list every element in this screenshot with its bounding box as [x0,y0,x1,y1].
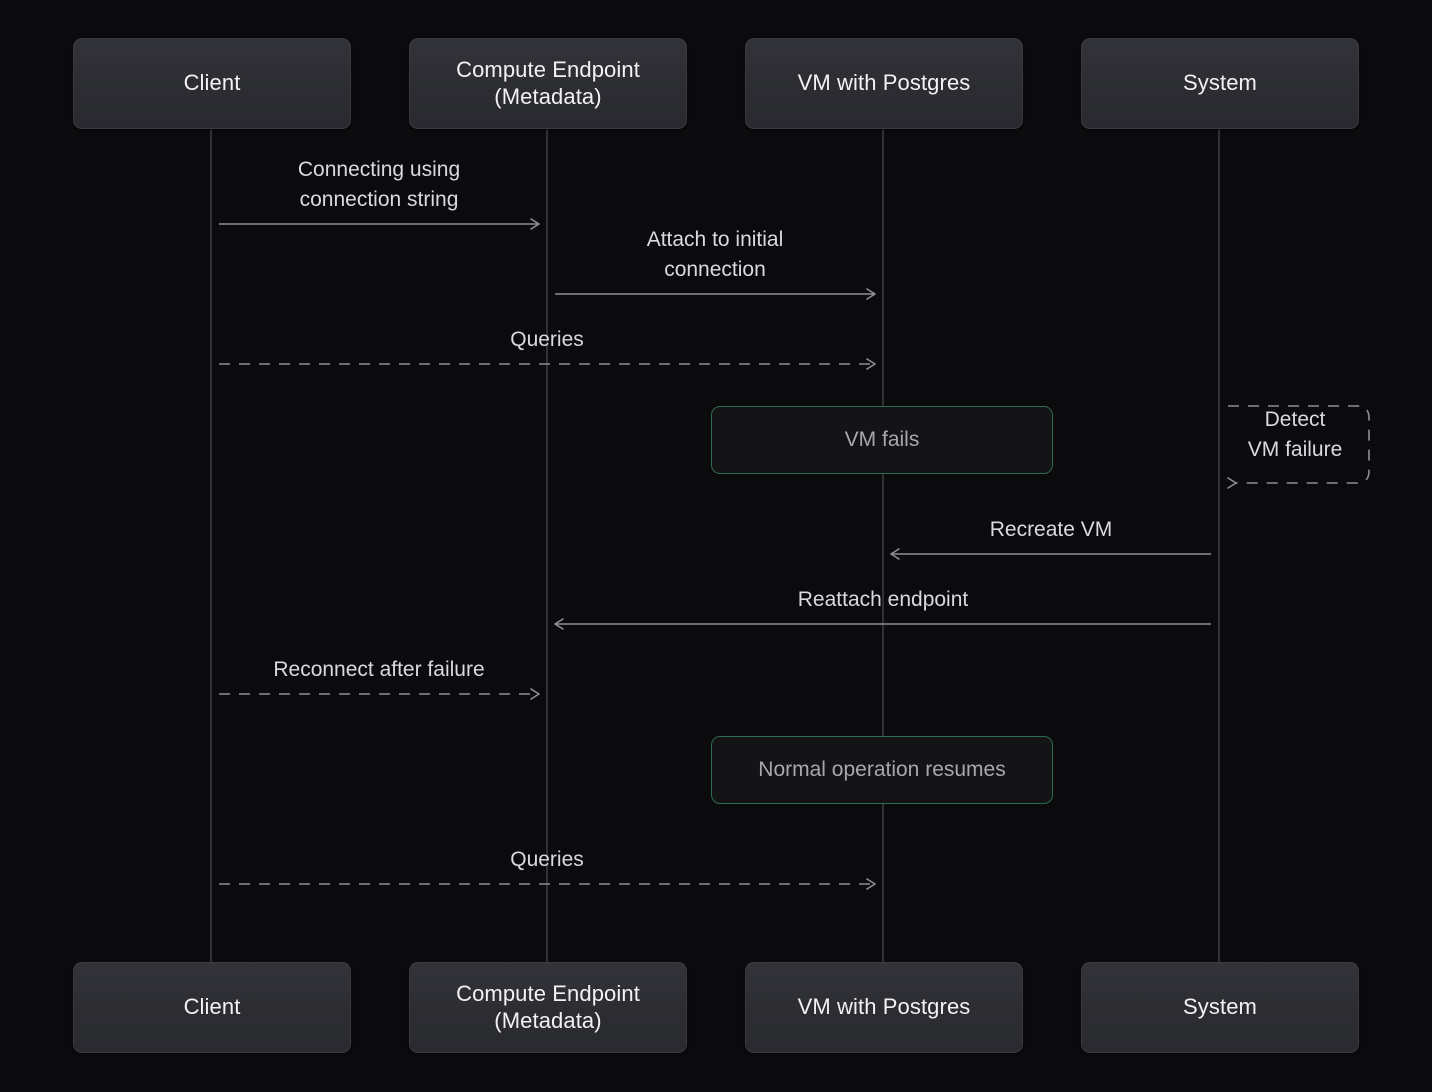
participant-box-system-top[interactable]: System [1081,38,1359,129]
note-vm-fails: VM fails [711,406,1053,474]
participant-label-endpoint-top: Compute Endpoint (Metadata) [456,56,640,109]
participant-label-system-top: System [1183,70,1257,96]
participant-box-vm-top[interactable]: VM with Postgres [745,38,1023,129]
participant-box-system-bottom[interactable]: System [1081,962,1359,1053]
participant-box-client-bottom[interactable]: Client [73,962,351,1053]
self-message-label-detect-vm-failure: Detect VM failure [1247,408,1343,462]
note-label-vm-fails: VM fails [844,428,920,451]
participant-label-client-top: Client [183,70,241,96]
message-arrows [219,218,1211,890]
note-normal-operation-resumes: Normal operation resumes [711,736,1053,804]
participant-box-client-top[interactable]: Client [73,38,351,129]
participant-label-vm-top: VM with Postgres [797,70,971,96]
participant-label-vm-bottom: VM with Postgres [797,994,971,1020]
participant-label-endpoint-bottom: Compute Endpoint (Metadata) [456,980,640,1033]
lifelines [210,129,1220,962]
note-label-normal-operation-resumes: Normal operation resumes [758,758,1006,781]
participant-label-system-bottom: System [1183,994,1257,1020]
participant-label-client-bottom: Client [183,994,241,1020]
participant-box-endpoint-top[interactable]: Compute Endpoint (Metadata) [409,38,687,129]
participant-box-endpoint-bottom[interactable]: Compute Endpoint (Metadata) [409,962,687,1053]
participant-box-vm-bottom[interactable]: VM with Postgres [745,962,1023,1053]
